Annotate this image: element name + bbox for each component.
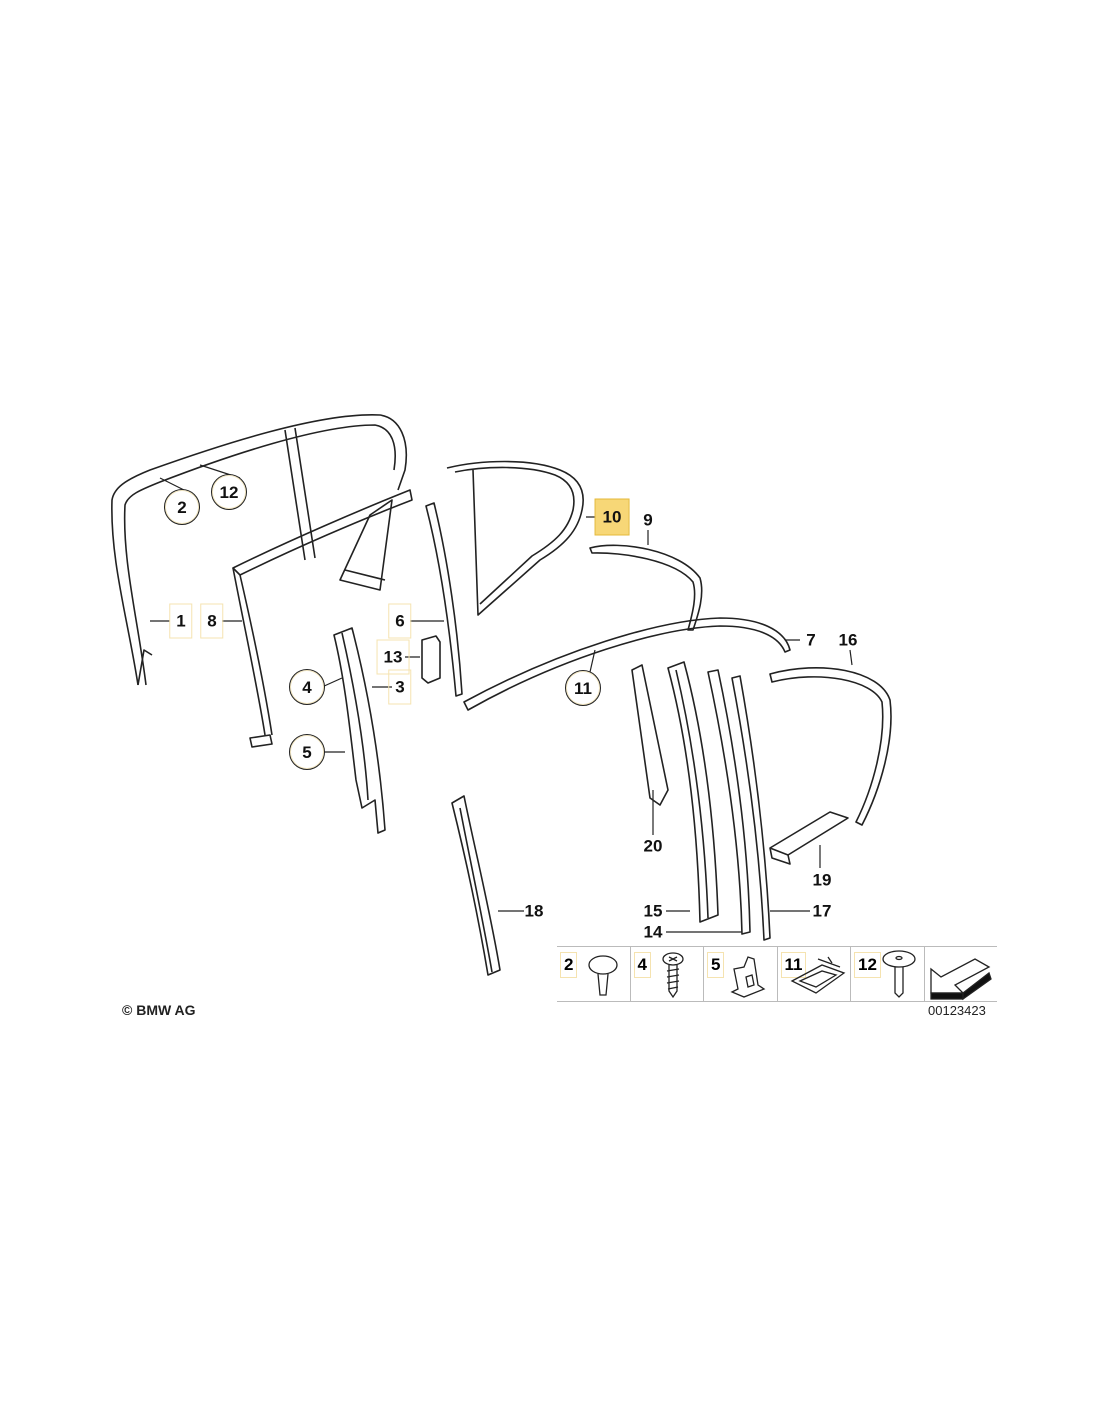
part-16-seal	[769, 666, 892, 826]
callout-14[interactable]: 14	[643, 922, 663, 942]
callout-6[interactable]: 6	[388, 603, 412, 639]
part-13-block	[421, 635, 441, 684]
small-parts-legend: 2 4 5 11 12	[557, 946, 997, 1002]
callout-17[interactable]: 17	[812, 901, 832, 921]
part-18-trim	[451, 795, 501, 976]
legend-cell-11[interactable]: 11	[778, 947, 851, 1001]
direction-arrow-icon	[929, 958, 992, 1001]
part-14-strip	[707, 669, 751, 935]
flat-rivet-icon	[882, 950, 916, 998]
legend-cell-5[interactable]: 5	[704, 947, 778, 1001]
legend-cell-12[interactable]: 12	[851, 947, 925, 1001]
part-17-strip	[731, 675, 771, 941]
callout-5[interactable]: 5	[289, 734, 325, 770]
callout-8[interactable]: 8	[200, 603, 224, 639]
callout-18[interactable]: 18	[524, 901, 544, 921]
callout-3[interactable]: 3	[388, 669, 412, 705]
copyright: © BMW AG	[122, 1002, 196, 1018]
clip-plate-icon	[790, 956, 845, 994]
legend-label: 11	[780, 952, 807, 978]
callout-16[interactable]: 16	[838, 630, 858, 650]
part-4-5-trim	[333, 627, 386, 834]
legend-label: 12	[854, 952, 881, 978]
callout-9[interactable]: 9	[643, 510, 653, 530]
part-10-quarter-window	[446, 460, 584, 616]
callout-1[interactable]: 1	[169, 603, 193, 639]
callout-4[interactable]: 4	[289, 669, 325, 705]
legend-cell-direction	[925, 947, 998, 1001]
part-15-channel	[667, 661, 719, 923]
leader-lines	[150, 464, 853, 933]
callout-13[interactable]: 13	[376, 639, 410, 675]
part-6-strip	[425, 502, 463, 697]
diagram-number: 00123423	[928, 1003, 986, 1018]
legend-label: 4	[633, 952, 651, 978]
callout-12[interactable]: 12	[211, 474, 247, 510]
part-11-outer-strip	[463, 617, 791, 711]
legend-cell-4[interactable]: 4	[631, 947, 704, 1001]
clip-icon	[730, 956, 766, 998]
legend-label: 5	[706, 952, 725, 978]
legend-label: 2	[559, 952, 578, 978]
callout-7[interactable]: 7	[806, 630, 816, 650]
expanding-rivet-icon	[588, 955, 618, 996]
part-1-door-seal	[111, 414, 407, 686]
screw-icon	[661, 952, 684, 999]
part-8-frame-seal	[232, 489, 413, 748]
callout-10-highlighted[interactable]: 10	[594, 498, 630, 536]
callout-11[interactable]: 11	[565, 670, 601, 706]
part-9-seal	[589, 544, 703, 631]
callout-19[interactable]: 19	[812, 870, 832, 890]
legend-cell-2[interactable]: 2	[557, 947, 631, 1001]
part-19-guide	[769, 811, 849, 865]
callout-2[interactable]: 2	[164, 489, 200, 525]
part-20-bracket	[631, 664, 669, 806]
callout-15[interactable]: 15	[643, 901, 663, 921]
callout-20[interactable]: 20	[643, 836, 663, 856]
